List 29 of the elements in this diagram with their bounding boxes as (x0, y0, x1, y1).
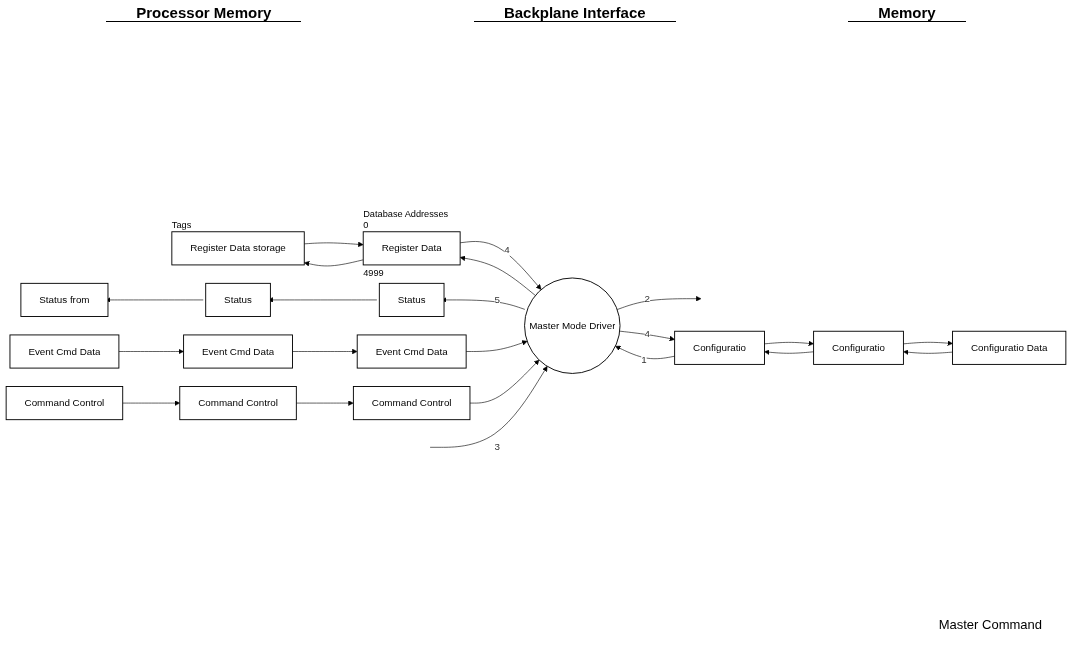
note-text: Master Command (938, 617, 1042, 632)
node-caption: Database Addresses (363, 209, 449, 219)
node-box: Register Data (362, 231, 461, 266)
edge-label: 4 (644, 328, 651, 340)
node-caption: Tags (171, 220, 192, 231)
node-box: Event Cmd Data (183, 334, 293, 369)
node-box: Command Control (5, 386, 124, 421)
node-box: Event Cmd Data (356, 334, 467, 369)
edge-label: 1 (641, 354, 647, 365)
node-box: Command Control (352, 386, 471, 421)
edge-label: 3 (494, 441, 500, 453)
node-box: Status (205, 282, 271, 317)
node-box: Configuratio (674, 330, 765, 365)
edge-label: 5 (494, 294, 500, 305)
column-heading: Memory (848, 4, 966, 22)
edge-label: 2 (644, 293, 651, 304)
node-box: Command Control (179, 386, 297, 421)
node-box: Register Data storage (171, 231, 305, 266)
column-heading: Processor Memory (106, 4, 302, 22)
node-caption: 4999 (363, 268, 384, 278)
node-box: Event Cmd Data (9, 334, 120, 369)
column-heading: Backplane Interface (473, 4, 676, 22)
node-box: Configuratio (813, 330, 904, 365)
node-box: Status (378, 282, 445, 317)
node-box: Configuratio Data (952, 330, 1067, 365)
node-circle: Master Mode Driver (524, 277, 621, 374)
node-box: Status from (20, 282, 109, 317)
node-caption: 0 (363, 220, 369, 231)
edge-label: 4 (504, 244, 510, 255)
